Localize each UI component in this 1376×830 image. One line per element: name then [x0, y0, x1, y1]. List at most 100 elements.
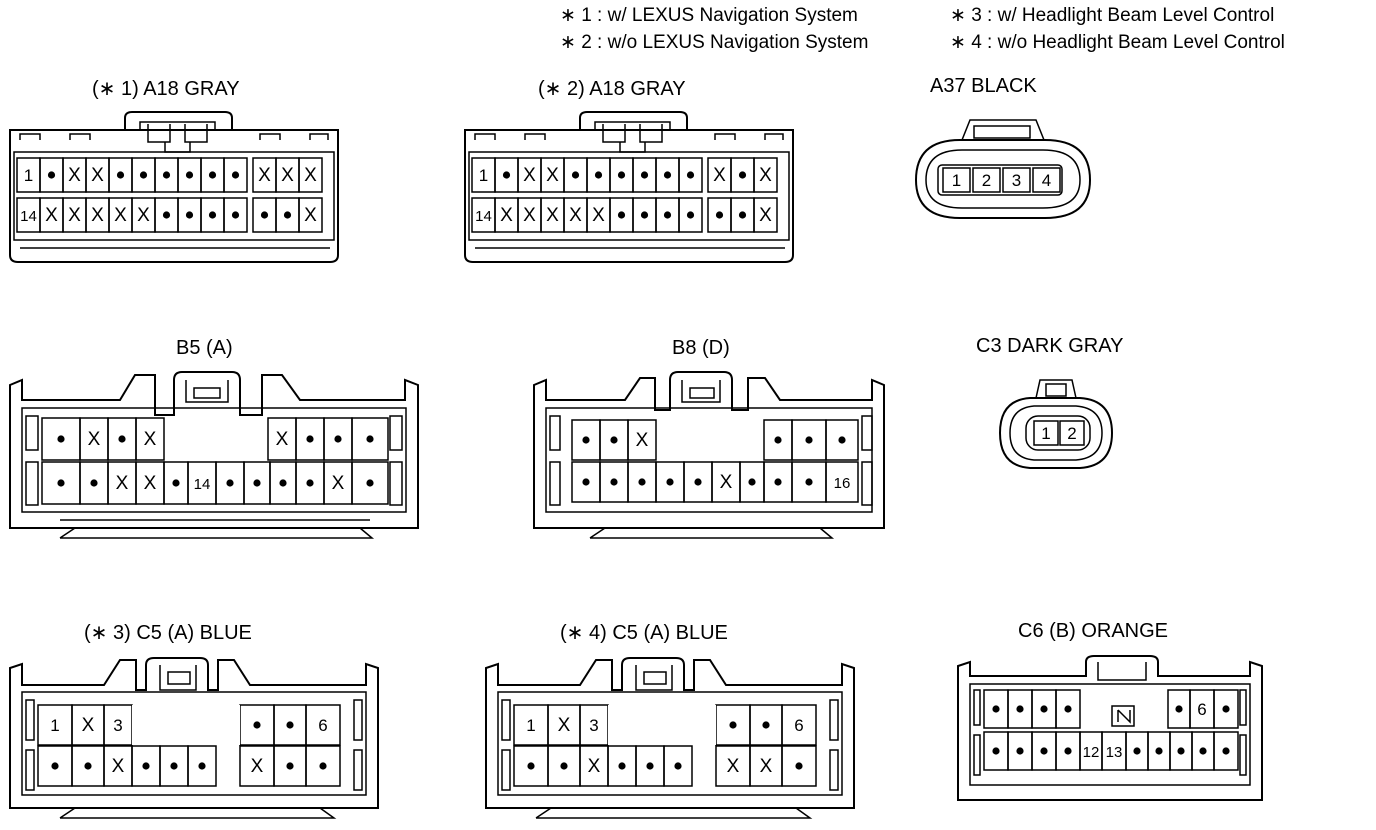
pin-dot [1016, 747, 1024, 755]
pin-label: X [546, 165, 559, 186]
pin-dot [139, 171, 148, 179]
pin-cell [351, 461, 389, 505]
pin-label: X [727, 756, 740, 777]
legend-item-4: ∗ 4 : w/o Headlight Beam Level Control [950, 32, 1285, 53]
pin-dot [694, 478, 702, 486]
pin-label: 13 [1106, 744, 1123, 761]
pin-cell [678, 197, 703, 233]
pin-dot [306, 435, 314, 443]
pin-label: 1 [479, 166, 488, 185]
pin-cell [305, 704, 341, 746]
connector-a18-2-detail [764, 133, 784, 140]
connector-c5-4-detail [643, 671, 667, 685]
pin-dot [47, 171, 56, 179]
pin-cell [627, 419, 657, 461]
connector-c3-pin-frame [1025, 415, 1091, 451]
connector-b5-detail [389, 415, 403, 451]
connector-b8-detail [589, 527, 835, 539]
connector-c6-frame [969, 683, 1251, 786]
pin-label: X [45, 205, 58, 226]
pin-label: 6 [794, 716, 803, 735]
connector-c5-4-detail [501, 699, 511, 741]
title-b8: B8 (D) [672, 337, 730, 359]
connector-c5-3-detail [25, 699, 35, 741]
pin-label: X [88, 429, 101, 450]
pin-dot [198, 762, 206, 770]
title-c5-3: (∗ 3) C5 (A) BLUE [84, 622, 252, 644]
pin-dot [1175, 705, 1183, 713]
pin-dot [594, 171, 603, 179]
legend-item-2: ∗ 2 : w/o LEXUS Navigation System [560, 32, 869, 53]
connector-c5-4-housing [485, 657, 855, 809]
pin-label: X [523, 205, 536, 226]
pin-dot [762, 721, 770, 729]
legend-item-1: ∗ 1 : w/ LEXUS Navigation System [560, 5, 858, 26]
pin-dot [334, 435, 342, 443]
pin-dot [366, 479, 374, 487]
pin-cell [753, 157, 778, 193]
pin-dot [172, 479, 180, 487]
pin-dot [319, 762, 327, 770]
pin-label: X [116, 473, 129, 494]
connector-c5-3-detail [167, 671, 191, 685]
connector-c5-3-detail [353, 749, 363, 791]
connector-a18-1-detail [139, 121, 216, 130]
pin-cell [1033, 420, 1059, 446]
pin-dot [118, 435, 126, 443]
connector-c5-4-opening [608, 705, 716, 745]
connector-c5-3-opening [132, 705, 240, 745]
pin-label: X [68, 165, 81, 186]
pin-dot [686, 171, 695, 179]
connector-c6-detail [1097, 662, 1147, 681]
pin-dot [748, 478, 756, 486]
connector-a18-1-frame [13, 151, 335, 241]
pin-label: 14 [194, 476, 211, 493]
pin-dot [610, 478, 618, 486]
pin-label: X [760, 756, 773, 777]
connector-b5-housing [9, 371, 419, 529]
pin-label: X [558, 715, 571, 736]
pin-label: X [523, 165, 536, 186]
pin-label: X [588, 756, 601, 777]
connector-b5-detail [25, 415, 39, 451]
connector-c6-detail [1111, 705, 1135, 727]
pin-dot [992, 747, 1000, 755]
pin-label: 1 [50, 716, 59, 735]
pin-dot [663, 211, 672, 219]
connector-c5-4-detail [535, 807, 813, 819]
title-c5-4: (∗ 4) C5 (A) BLUE [560, 622, 728, 644]
pin-cell [305, 745, 341, 787]
pin-dot [795, 762, 803, 770]
pin-label: X [276, 429, 289, 450]
pin-dot [279, 479, 287, 487]
pin-dot [582, 478, 590, 486]
pin-label: 14 [475, 208, 492, 225]
pin-dot [560, 762, 568, 770]
pin-dot [638, 478, 646, 486]
pin-cell [781, 704, 817, 746]
pin-dot [90, 479, 98, 487]
connector-a37-housing [914, 139, 1092, 219]
connector-c6-detail [973, 734, 981, 776]
pin-cell [1055, 689, 1081, 729]
connector-b8-detail [681, 380, 721, 403]
pin-dot [231, 171, 240, 179]
pin-dot [286, 721, 294, 729]
pin-dot [1040, 705, 1048, 713]
pin-dot [729, 721, 737, 729]
pin-dot [1016, 705, 1024, 713]
pin-dot [208, 171, 217, 179]
pin-dot [838, 436, 846, 444]
title-b5: B5 (A) [176, 337, 233, 359]
connector-b5-detail [59, 527, 375, 539]
pin-dot [286, 762, 294, 770]
pin-label: 1 [526, 716, 535, 735]
connector-c5-3-housing [9, 657, 379, 809]
pin-dot [226, 479, 234, 487]
connector-c5-3-detail [353, 699, 363, 741]
